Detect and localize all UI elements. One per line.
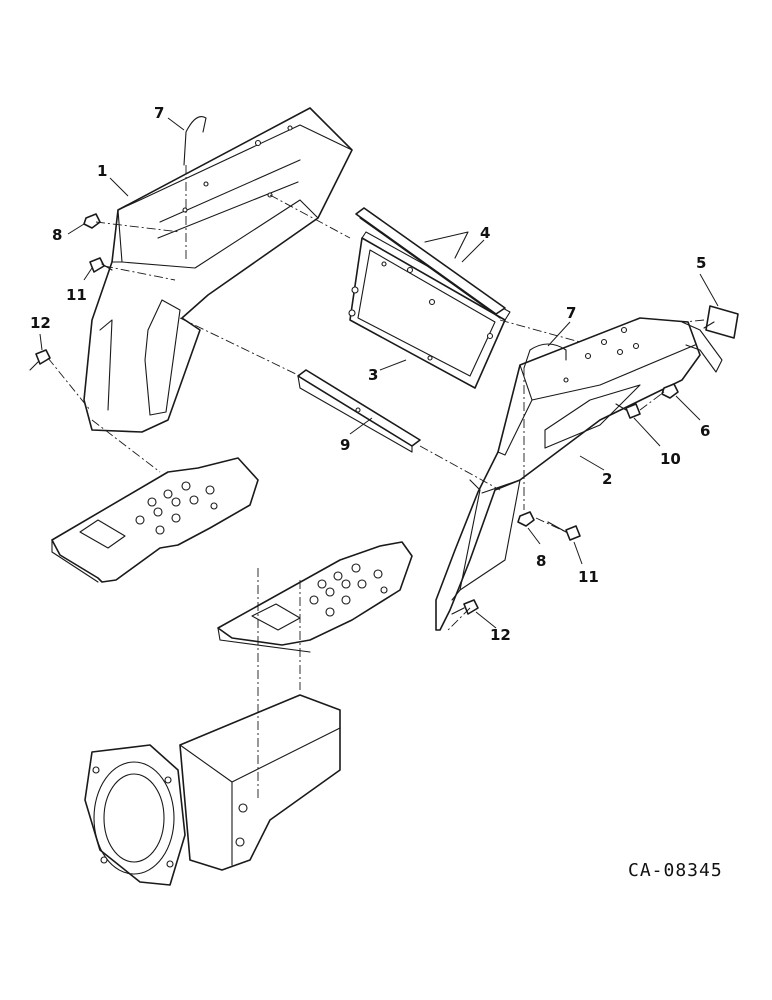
drawing-reference-code: CA-08345 xyxy=(628,860,723,881)
control-panel xyxy=(348,231,511,389)
cross-support xyxy=(297,369,421,453)
callout-1: 1 xyxy=(97,162,107,180)
callout-6: 6 xyxy=(700,422,710,440)
callout-8-left: 8 xyxy=(52,226,62,244)
nut-right-6 xyxy=(661,383,679,399)
callout-2: 2 xyxy=(602,470,612,488)
right-fender xyxy=(435,317,723,631)
leader-lines xyxy=(39,117,719,629)
callout-7-right: 7 xyxy=(566,304,576,322)
trim-strip xyxy=(355,207,506,319)
callout-5: 5 xyxy=(696,254,706,272)
callout-8-right: 8 xyxy=(536,552,546,570)
left-fender xyxy=(83,107,353,433)
callout-10: 10 xyxy=(660,450,681,468)
transmission-housing xyxy=(84,694,341,886)
u-bolt-right xyxy=(523,343,567,369)
callout-9: 9 xyxy=(340,436,350,454)
callout-12-right: 12 xyxy=(490,626,511,644)
callout-labels: 1 2 3 4 5 6 7 7 8 8 9 10 11 11 12 12 xyxy=(30,104,710,644)
callout-7-left: 7 xyxy=(154,104,164,122)
callout-4: 4 xyxy=(480,224,490,242)
right-floor-plate xyxy=(217,541,413,653)
nut-left-upper xyxy=(83,213,101,229)
screw-left-lower xyxy=(29,349,51,371)
bolt-right-10 xyxy=(615,403,641,419)
u-bolt-left xyxy=(183,116,207,166)
assembly-lines xyxy=(47,165,705,800)
left-floor-plate xyxy=(51,457,259,583)
screw-right-lower xyxy=(451,599,479,615)
callout-11-left: 11 xyxy=(66,286,87,304)
callout-3: 3 xyxy=(368,366,378,384)
callout-11-right: 11 xyxy=(578,568,599,586)
callout-12-left: 12 xyxy=(30,314,51,332)
nut-right-lower xyxy=(517,511,535,527)
decal xyxy=(703,305,739,339)
